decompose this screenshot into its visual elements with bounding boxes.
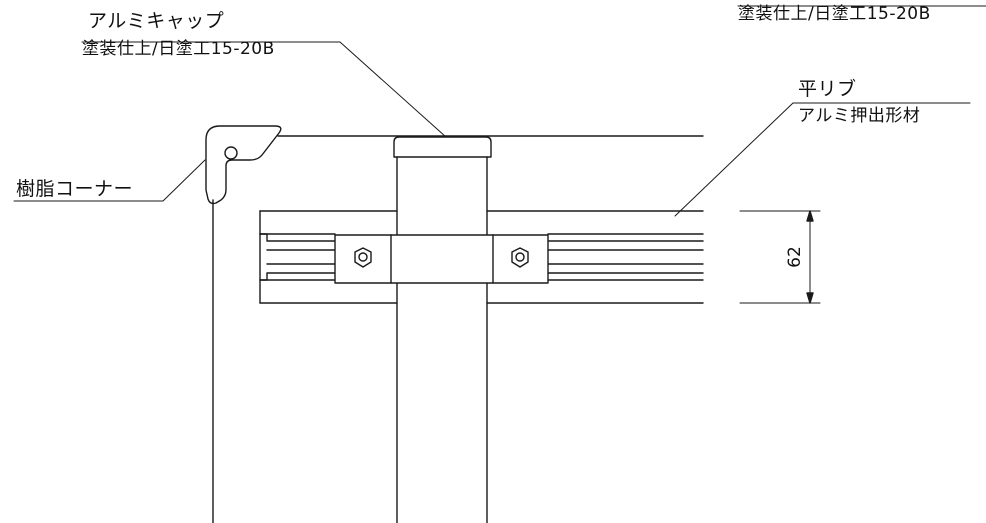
corner-hole xyxy=(225,147,237,159)
label-cap-finish: 塗装仕上/日塗工15-20B xyxy=(82,39,275,59)
resin-corner xyxy=(206,126,281,204)
aluminum-cap xyxy=(394,137,491,157)
rib-groove-lower-left xyxy=(260,273,335,280)
hex-nut-left xyxy=(355,248,371,267)
dim-arrow-top xyxy=(807,211,813,221)
label-rib-name: 平リブ xyxy=(798,78,857,100)
label-rib-material: アルミ押出形材 xyxy=(798,106,921,126)
label-top-right-finish: 塗装仕上/日塗工15-20B xyxy=(738,4,931,24)
leader-corner xyxy=(14,160,205,201)
dim-arrow-bottom xyxy=(807,293,813,303)
hex-nut-right xyxy=(512,248,528,267)
dimension-rib-height: 62 xyxy=(784,246,805,268)
label-cap-name: アルミキャップ xyxy=(88,10,225,32)
hex-nut-right-hole xyxy=(516,253,524,261)
rib-groove-upper-left xyxy=(260,234,335,241)
label-corner-name: 樹脂コーナー xyxy=(16,178,134,200)
hex-nut-left-hole xyxy=(359,253,367,261)
leader-cap xyxy=(82,42,446,137)
leader-rib xyxy=(675,103,970,216)
